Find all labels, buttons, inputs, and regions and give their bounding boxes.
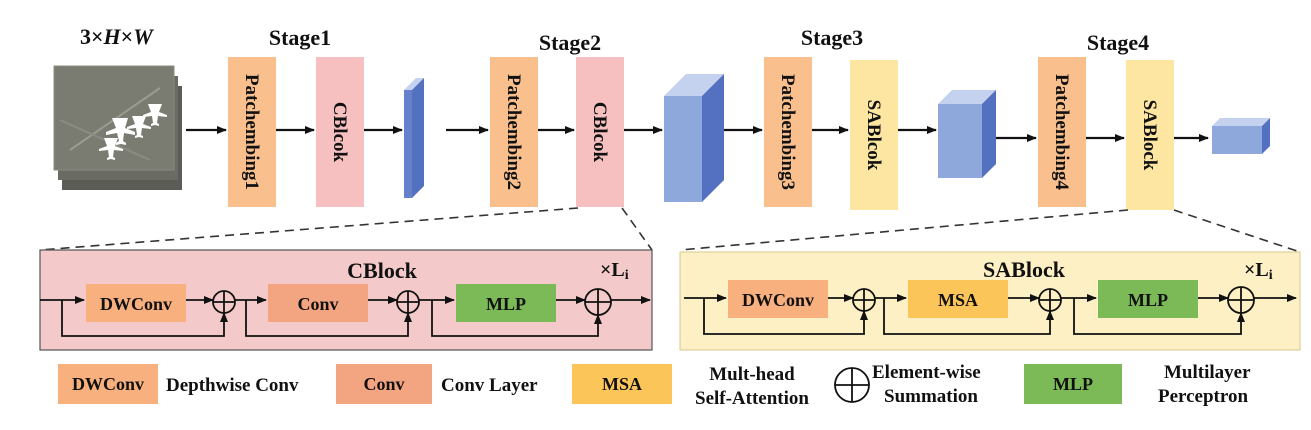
input-image-stack: 3×H×W [53,24,182,190]
cblock-mlp: MLP [456,284,556,322]
stage2-feature-map [664,74,724,202]
svg-text:MLP: MLP [486,294,526,314]
stage2-title: Stage2 [539,30,601,55]
stage3-feature-map [938,90,996,178]
svg-text:Self-Attention: Self-Attention [695,388,809,409]
legend-msa: MSA Mult-head Self-Attention [572,364,809,409]
svg-text:SABlcok: SABlcok [863,100,884,171]
svg-text:Patchembing2: Patchembing2 [503,74,524,190]
svg-text:Depthwise Conv: Depthwise Conv [166,375,299,396]
svg-text:MSA: MSA [938,290,978,310]
airplane-icons [99,104,167,160]
svg-text:MSA: MSA [602,374,642,394]
legend: DWConv Depthwise Conv Conv Conv Layer MS… [58,362,1251,409]
svg-text:Multilayer: Multilayer [1164,362,1251,383]
svg-text:DWConv: DWConv [742,290,814,310]
stage4-feature-map [1212,118,1270,154]
svg-text:Mult-head: Mult-head [709,364,795,385]
svg-text:Perceptron: Perceptron [1158,386,1248,407]
stage3-patch-embedding: Patchembing3 [764,57,812,207]
summation-icon [834,367,870,403]
svg-text:CBlcok: CBlcok [329,102,350,163]
svg-text:Conv: Conv [363,374,404,394]
cblock-repeat: ×Li [600,259,629,283]
legend-conv: Conv Conv Layer [336,364,538,404]
svg-text:MLP: MLP [1053,374,1093,394]
svg-text:Patchembing3: Patchembing3 [777,74,798,190]
legend-mlp: MLP Multilayer Perceptron [1024,362,1251,407]
svg-text:Conv Layer: Conv Layer [441,375,538,396]
stage1-title: Stage1 [269,25,331,50]
svg-text:Patchembing4: Patchembing4 [1051,74,1072,191]
stage2-cblock: CBlcok [576,57,624,207]
svg-text:MLP: MLP [1128,290,1168,310]
legend-summation: Element-wise Summation [834,362,981,407]
sablock-sum-icons [852,286,1255,314]
legend-dwconv: DWConv Depthwise Conv [58,364,299,404]
stage1-cblock: CBlcok [316,57,364,207]
input-size-label: 3×H×W [80,24,154,49]
pipeline-arrows [186,126,1209,142]
cblock-conv: Conv [268,284,368,322]
stage3-title: Stage3 [801,25,863,50]
cblock-title: CBlock [347,258,417,283]
zoom-dashed-lines [39,207,1301,253]
sablock-repeat: ×Li [1244,259,1273,283]
stage3-sablock: SABlcok [850,60,898,210]
stage1-patch-embedding: Patchembing1 [228,57,276,207]
stage2-patch-embedding: Patchembing2 [490,57,538,207]
svg-text:DWConv: DWConv [100,294,172,314]
stage4-patch-embedding: Patchembing4 [1038,57,1086,207]
svg-text:DWConv: DWConv [72,374,144,394]
sablock-title: SABlock [983,257,1066,282]
sablock-mlp: MLP [1098,280,1198,318]
svg-text:Conv: Conv [297,294,338,314]
stage4-sablock: SABlock [1126,60,1174,210]
cblock-sum-icons [212,288,612,316]
sablock-detail-panel: SABlock ×Li DWConv MSA MLP [679,251,1301,351]
stage4-title: Stage4 [1087,30,1149,55]
cblock-dwconv: DWConv [86,284,186,322]
sablock-dwconv: DWConv [728,280,828,318]
sablock-msa: MSA [908,280,1008,318]
svg-text:Element-wise: Element-wise [872,362,981,383]
cblock-detail-panel: CBlock ×Li DWConv Conv MLP [39,249,653,351]
svg-text:SABlock: SABlock [1139,100,1160,171]
stage1-feature-map [404,78,424,198]
svg-text:CBlcok: CBlcok [589,102,610,163]
svg-text:Patchembing1: Patchembing1 [241,74,262,190]
svg-text:Summation: Summation [884,386,978,407]
